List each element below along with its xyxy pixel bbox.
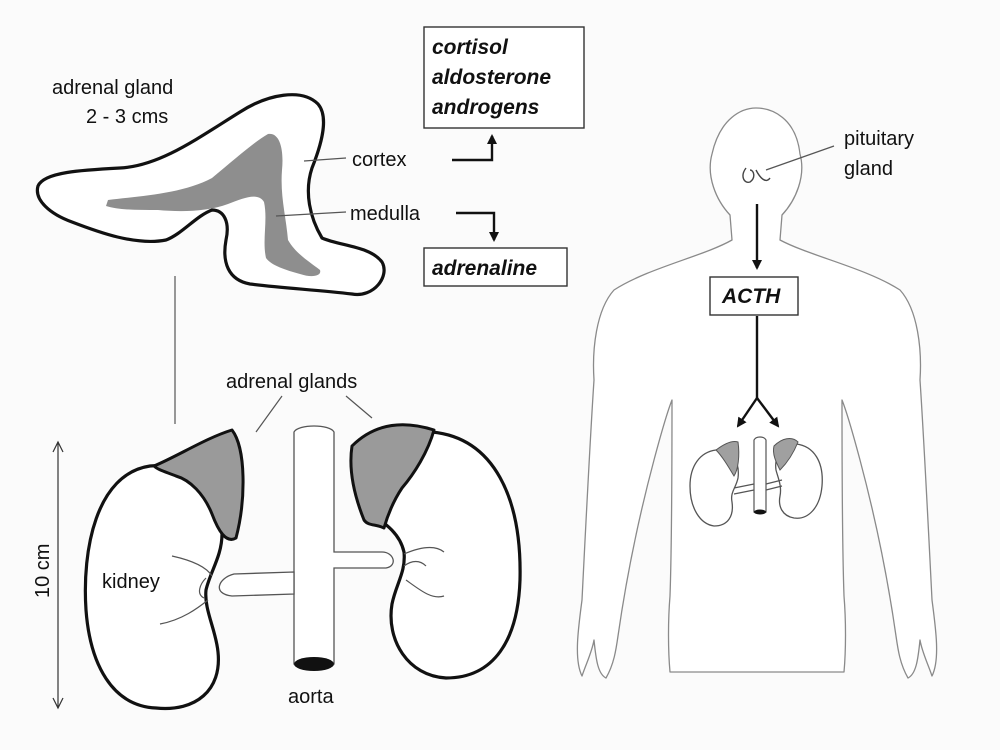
aorta <box>293 425 394 665</box>
pituitary-label-line2: gland <box>844 158 893 180</box>
pituitary-gland-icon <box>742 167 771 183</box>
medulla-to-adrenaline-arrow <box>456 211 499 242</box>
adrenaline-box <box>423 247 568 287</box>
aorta-opening <box>294 657 334 671</box>
mini-right-adrenal <box>773 438 799 471</box>
acth-right-arrow <box>756 397 780 428</box>
adrenal-medulla <box>106 133 321 277</box>
cortex-to-hormones-arrow <box>452 134 497 162</box>
scale-arrow-top <box>52 440 64 453</box>
cortex-hormone-box <box>423 26 585 129</box>
aorta-label: aorta <box>288 686 334 708</box>
hormone-androgens: androgens <box>432 96 539 119</box>
right-adrenal-leader <box>345 395 373 419</box>
scale-label: 10 cm <box>32 544 54 598</box>
mini-right-kidney <box>775 443 823 519</box>
left-adrenal-leader <box>255 395 283 433</box>
kidneys-aorta: 10 cm adrenal glands kidney aorta <box>32 371 522 711</box>
adrenal-gland-size: 2 - 3 cms <box>86 106 168 128</box>
right-adrenal-gland <box>349 423 436 530</box>
medulla-hormones: adrenaline <box>423 211 568 287</box>
kidney-label: kidney <box>102 571 160 593</box>
medulla-leader-line <box>275 211 347 217</box>
mini-renal-vessels <box>733 479 783 495</box>
medulla-label: medulla <box>350 203 421 225</box>
left-kidney-veins <box>159 555 213 625</box>
adrenal-gland-closeup: adrenal gland 2 - 3 cms cortex medulla <box>35 77 421 297</box>
pituitary-leader-line <box>765 145 835 171</box>
left-adrenal-gland <box>152 428 245 541</box>
cortex-leader-line <box>303 157 347 162</box>
hormone-cortisol: cortisol <box>432 36 509 59</box>
adrenal-glands-label: adrenal glands <box>226 371 357 393</box>
adrenal-gland-title: adrenal gland <box>52 77 173 99</box>
cortex-hormones: cortisol aldosterone androgens <box>423 26 585 162</box>
mini-left-kidney <box>689 449 739 527</box>
hormone-acth: ACTH <box>721 285 781 308</box>
hormone-adrenaline: adrenaline <box>432 257 537 280</box>
right-kidney-veins <box>403 546 445 598</box>
acth-left-arrow <box>736 397 758 428</box>
pituitary-label-line1: pituitary <box>844 128 914 150</box>
left-renal-vessel <box>218 571 295 597</box>
hormone-aldosterone: aldosterone <box>432 66 551 89</box>
mini-aorta-opening <box>754 509 766 515</box>
mini-aorta <box>753 436 767 513</box>
scale-arrow-bottom <box>52 697 64 710</box>
human-body: pituitary gland ACTH <box>576 107 938 679</box>
cortex-label: cortex <box>352 149 406 171</box>
mini-left-adrenal <box>715 441 740 477</box>
acth-box <box>709 276 799 316</box>
